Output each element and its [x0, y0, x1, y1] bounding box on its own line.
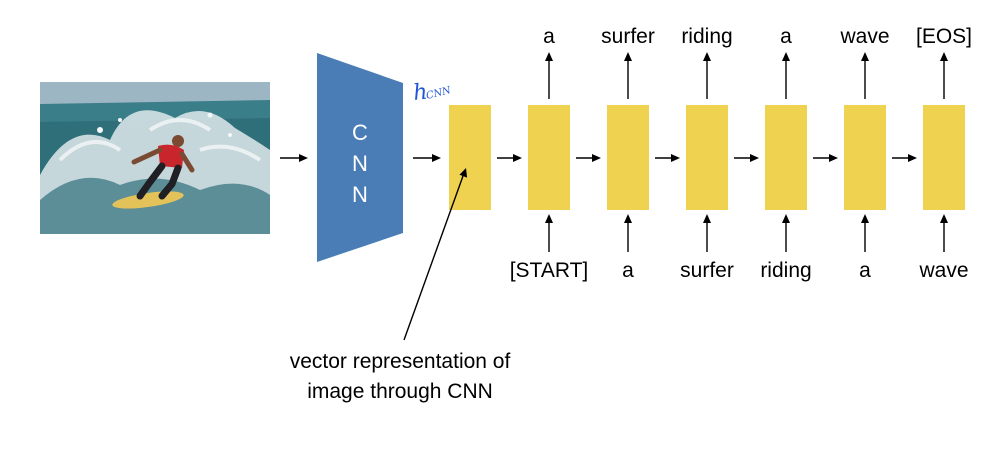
arrow-cnn-to-vector: [413, 154, 441, 162]
input-arrow-5: [861, 214, 869, 252]
output-arrow-2: [624, 52, 632, 99]
output-word-2: surfer: [601, 25, 655, 48]
output-arrow-5: [861, 52, 869, 99]
output-word-3: riding: [681, 25, 732, 48]
cnn-letter-2: N: [352, 151, 368, 176]
output-arrow-1: [545, 52, 553, 99]
input-arrow-1: [545, 214, 553, 252]
output-arrow-4: [782, 52, 790, 99]
rnn-cell-4: [765, 105, 807, 210]
hidden-state-subscript: CNN: [425, 85, 453, 102]
output-word-6: [EOS]: [916, 25, 972, 48]
input-arrow-2: [624, 214, 632, 252]
output-arrows: [545, 52, 948, 99]
recurrent-arrow-2: [576, 154, 601, 162]
input-word-3: surfer: [680, 259, 734, 282]
recurrent-arrow-6: [892, 154, 917, 162]
input-arrow-3: [703, 214, 711, 252]
recurrent-arrow-5: [813, 154, 838, 162]
rnn-cell-2: [607, 105, 649, 210]
input-words: [START] a surfer riding a wave: [510, 259, 969, 282]
input-word-1: [START]: [510, 259, 589, 282]
output-arrow-3: [703, 52, 711, 99]
arrow-photo-to-cnn: [280, 154, 308, 162]
input-arrow-4: [782, 214, 790, 252]
caption-line-1: vector representation of: [290, 350, 511, 373]
hidden-state-label: h CNN: [412, 80, 453, 106]
recurrent-arrow-4: [734, 154, 759, 162]
vector-caption: vector representation of image through C…: [290, 350, 511, 403]
rnn-cell-6: [923, 105, 965, 210]
input-word-5: a: [859, 259, 871, 282]
caption-line-2: image through CNN: [307, 380, 493, 403]
cnn-letter-3: N: [352, 182, 368, 207]
vector-box: [449, 105, 491, 210]
output-words: a surfer riding a wave [EOS]: [543, 25, 972, 48]
recurrent-arrow-3: [655, 154, 680, 162]
cnn-letter-1: C: [352, 120, 368, 145]
rnn-cells: [528, 105, 965, 210]
input-arrows: [545, 214, 948, 252]
output-word-5: wave: [839, 25, 889, 48]
caption-pointer: [403, 168, 468, 341]
output-word-1: a: [543, 25, 555, 48]
recurrent-arrow-1: [497, 154, 522, 162]
input-word-6: wave: [918, 259, 968, 282]
rnn-cell-1: [528, 105, 570, 210]
output-word-4: a: [780, 25, 792, 48]
cnn-block: C N N: [317, 53, 403, 262]
recurrent-arrows: [497, 154, 917, 162]
input-word-4: riding: [760, 259, 811, 282]
output-arrow-6: [940, 52, 948, 99]
input-arrow-6: [940, 214, 948, 252]
rnn-cell-5: [844, 105, 886, 210]
hidden-state-base: h: [412, 80, 429, 106]
input-word-2: a: [622, 259, 634, 282]
rnn-cell-3: [686, 105, 728, 210]
surfer-photo: [40, 82, 270, 234]
cnn-shape: [317, 53, 403, 262]
